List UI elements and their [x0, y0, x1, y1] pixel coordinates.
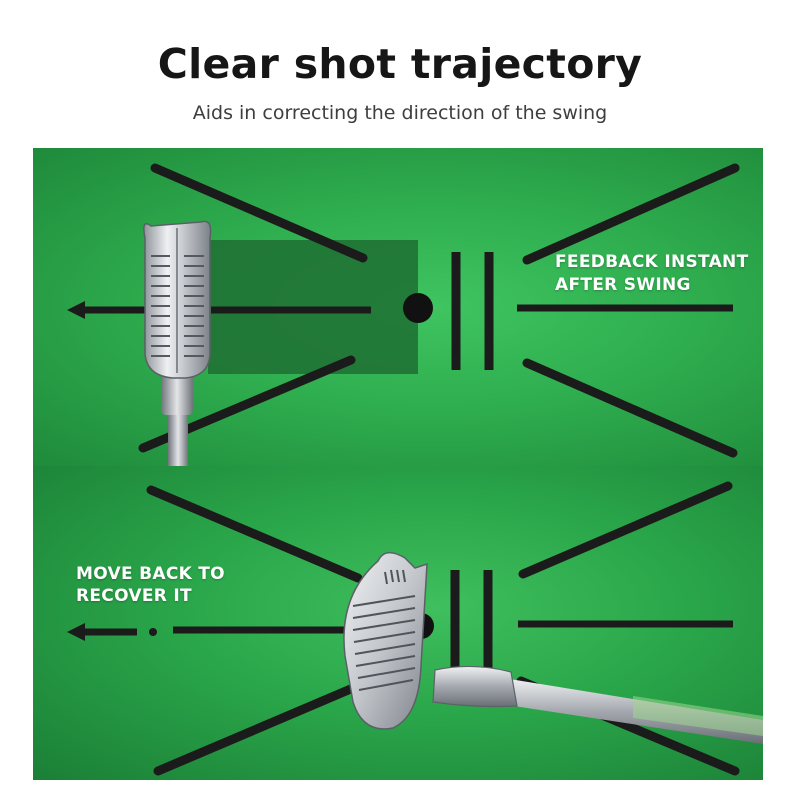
- arrow-left-icon: [67, 301, 85, 319]
- mat-top-graphic: [67, 163, 740, 466]
- arrow-left-icon-b: [67, 623, 85, 641]
- feedback-caption-line2: AFTER SWING: [555, 275, 691, 295]
- recover-caption-line1: MOVE BACK TO: [76, 564, 225, 584]
- ball-hole: [403, 293, 433, 323]
- page-title: Clear shot trajectory: [157, 40, 643, 88]
- guide-line-bottom-right: [522, 358, 738, 458]
- guide-line-top-right: [522, 163, 740, 265]
- guide-line-bottom-left-b: [153, 683, 358, 776]
- feedback-caption-line1: FEEDBACK INSTANT: [555, 252, 749, 272]
- page-subtitle: Aids in correcting the direction of the …: [192, 102, 608, 124]
- mat-panel-top: FEEDBACK INSTANT AFTER SWING: [33, 148, 763, 466]
- golf-club-bottom-icon: [343, 552, 763, 744]
- recover-caption-line2: RECOVER IT: [76, 586, 192, 606]
- dot-marker: [149, 628, 157, 636]
- guide-line-top-left: [150, 163, 368, 263]
- guide-line-top-left-b: [146, 485, 363, 583]
- mat-bottom-graphic: [67, 481, 763, 776]
- guide-line-top-right-b: [518, 481, 733, 579]
- golf-club-top-icon: [143, 220, 212, 466]
- mat-panel-bottom: MOVE BACK TO RECOVER IT: [33, 466, 763, 780]
